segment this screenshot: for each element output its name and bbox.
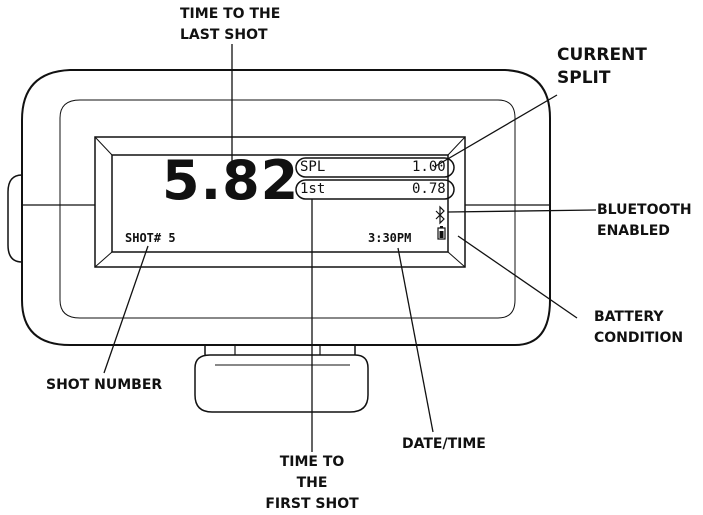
callout-date-time: DATE/TIME <box>402 436 486 452</box>
callout-text: BLUETOOTH <box>597 202 692 218</box>
callout-text: TIME TO THE <box>180 6 281 22</box>
belt-clip <box>194 354 369 413</box>
callout-text: TIME TO THE <box>279 454 345 491</box>
split-pill <box>295 157 455 178</box>
callout-time-to-first-shot: TIME TO THE FIRST SHOT <box>262 452 362 515</box>
callout-shot-number: SHOT NUMBER <box>46 377 163 393</box>
screen-bezel <box>94 136 466 268</box>
clock-readout: 3:30PM <box>368 231 412 245</box>
bluetooth-icon <box>435 205 445 225</box>
callout-battery-condition: BATTERY CONDITION <box>594 307 683 349</box>
split-value: 1.00 <box>412 159 446 175</box>
callout-text: CONDITION <box>594 330 684 346</box>
callout-bluetooth-enabled: BLUETOOTH ENABLED <box>597 200 692 242</box>
callout-time-to-last-shot: TIME TO THE LAST SHOT <box>180 4 280 46</box>
device-illustration <box>7 44 597 452</box>
callout-text: BATTERY <box>594 309 664 325</box>
callout-text: SPLIT <box>557 68 611 88</box>
side-button <box>7 174 23 263</box>
callout-text: ENABLED <box>597 223 670 239</box>
split-label: SPL <box>300 159 326 175</box>
first-pill <box>295 179 455 200</box>
battery-icon <box>437 226 446 240</box>
screen <box>111 154 449 253</box>
last-shot-time: 5.82 <box>162 149 300 212</box>
callout-text: FIRST SHOT <box>265 496 359 512</box>
callout-text: CURRENT <box>557 45 647 65</box>
callout-current-split: CURRENT SPLIT <box>557 44 647 90</box>
callout-text: LAST SHOT <box>180 27 268 43</box>
shot-number-readout: SHOT# 5 <box>125 231 176 245</box>
first-shot-value: 0.78 <box>412 181 446 197</box>
first-shot-label: 1st <box>300 181 326 197</box>
callout-leaders <box>103 44 597 452</box>
